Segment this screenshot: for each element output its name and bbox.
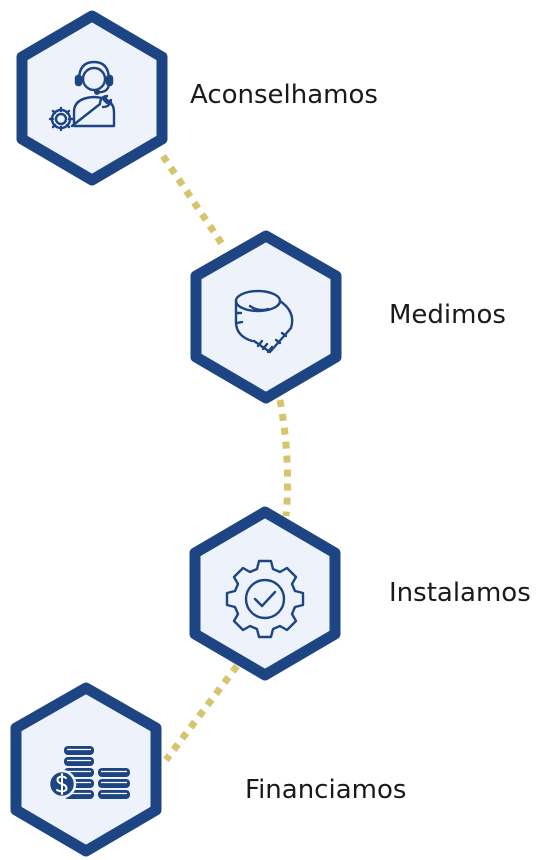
connector-2-3 <box>276 399 292 517</box>
step-label-medimos: Medimos <box>389 300 506 330</box>
connector-3-4 <box>163 663 240 763</box>
support-agent-gear-wrench-icon <box>48 60 116 132</box>
measuring-tape-icon <box>234 289 294 354</box>
hexagon-3 <box>189 506 341 681</box>
step-label-financiamos: Financiamos <box>245 775 407 805</box>
step-1 <box>16 10 168 186</box>
step-3 <box>189 506 341 681</box>
coins-dollar-icon <box>47 746 130 799</box>
hexagon-2 <box>190 230 342 404</box>
gear-check-icon <box>225 559 305 639</box>
connectors <box>160 154 292 763</box>
step-label-instalamos: Instalamos <box>389 578 531 608</box>
connector-1-2 <box>160 154 225 246</box>
step-4 <box>10 682 162 857</box>
step-2 <box>190 230 342 404</box>
step-label-aconselhamos: Aconselhamos <box>190 80 378 110</box>
